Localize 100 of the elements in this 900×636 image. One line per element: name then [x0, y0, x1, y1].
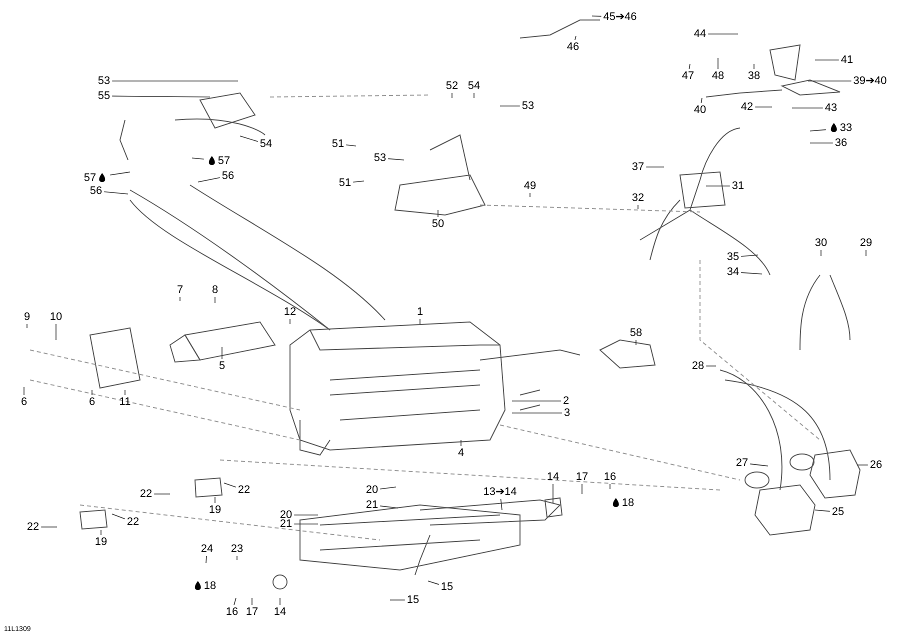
- callout-number: 15: [406, 594, 420, 606]
- callout-number: 27: [736, 457, 748, 469]
- callout-number: 45➔46: [603, 11, 637, 23]
- leader-line: [592, 16, 602, 17]
- callout-number: 25: [832, 506, 844, 518]
- leader-line: [346, 144, 356, 146]
- callout-number: 56: [90, 185, 102, 197]
- leader-line: [740, 254, 758, 257]
- callout-number: 16: [604, 471, 616, 483]
- callout-number: 12: [284, 306, 296, 318]
- callout-number: 11: [119, 396, 131, 408]
- callout-number: 20: [366, 484, 378, 496]
- leader-line: [754, 106, 772, 108]
- callout-number: 51: [332, 138, 344, 150]
- callout-number: 22: [126, 516, 140, 528]
- callout-number: 18: [204, 580, 216, 592]
- callout-number: 4: [458, 447, 464, 459]
- callout-number: 34: [726, 266, 740, 278]
- callout-number: 54: [468, 80, 480, 92]
- callout-number: 51: [338, 177, 352, 189]
- leader-line: [856, 464, 868, 466]
- callout-number: 5: [218, 360, 226, 372]
- leader-line: [380, 486, 396, 490]
- leader-line: [110, 172, 130, 176]
- callout-number: 39➔40: [853, 75, 887, 87]
- callout-number: 17: [246, 606, 258, 618]
- callout-number: 17: [576, 471, 588, 483]
- leader-line: [112, 80, 238, 82]
- callout-number: 6: [20, 396, 28, 408]
- callout-number: 55: [98, 90, 110, 102]
- callout-number: 52: [446, 80, 458, 92]
- callout-number: 36: [834, 137, 848, 149]
- callout-number: 48: [712, 70, 724, 82]
- callout-number: 49: [524, 180, 536, 192]
- callout-number: 21: [366, 499, 378, 511]
- callout-number: 14: [274, 606, 286, 618]
- leader-line: [428, 580, 440, 585]
- leader-line: [574, 36, 576, 40]
- callout-number: 54: [260, 138, 272, 150]
- callout-number: 47: [682, 70, 694, 82]
- leader-line: [814, 510, 830, 512]
- callout-number: 46: [566, 41, 580, 53]
- leader-line: [240, 136, 258, 142]
- callout-number: 16: [226, 606, 238, 618]
- leader-line: [810, 129, 826, 132]
- leader-line: [236, 556, 238, 560]
- leader-line: [40, 526, 58, 528]
- callout-number: 19: [208, 504, 222, 516]
- callout-number: 35: [726, 251, 740, 263]
- callout-number: 40: [694, 104, 706, 116]
- callout-number: 3: [564, 407, 570, 419]
- leader-line: [700, 98, 702, 104]
- callout-number: 53: [374, 152, 386, 164]
- callout-number: 8: [212, 284, 218, 296]
- callout-number: 56: [222, 170, 234, 182]
- leader-line: [294, 514, 318, 516]
- leader-line: [388, 158, 404, 160]
- leader-line: [26, 324, 28, 328]
- callout-number: 14: [546, 471, 560, 483]
- callout-number: 19: [94, 536, 108, 548]
- callout-number: 33: [840, 122, 852, 134]
- leader-line: [688, 64, 690, 70]
- callout-number: 22: [26, 521, 40, 533]
- callout-number: 37: [632, 161, 644, 173]
- leader-line: [198, 177, 220, 182]
- callout-number: 10: [50, 311, 62, 323]
- leader-line: [646, 166, 664, 168]
- callout-number: 50: [432, 218, 444, 230]
- leader-line: [740, 272, 762, 274]
- callout-number: 41: [840, 54, 854, 66]
- leader-line: [234, 598, 236, 606]
- leader-line: [810, 142, 834, 144]
- callout-number: 57: [84, 172, 96, 184]
- callout-number: 26: [870, 459, 882, 471]
- leader-line: [500, 498, 502, 510]
- callout-number: 21: [280, 518, 292, 530]
- callout-number: 23: [230, 543, 244, 555]
- leader-line: [192, 158, 204, 160]
- callout-number: 38: [748, 70, 760, 82]
- callout-number: 53: [98, 75, 110, 87]
- callout-number: 57: [218, 155, 230, 167]
- callout-number: 53: [522, 100, 534, 112]
- leader-line: [124, 390, 126, 396]
- callout-number: 42: [740, 101, 754, 113]
- leader-line: [214, 496, 216, 504]
- callout-number: 15: [440, 581, 454, 593]
- callout-number: 9: [24, 311, 30, 323]
- leader-line: [112, 514, 126, 520]
- leader-line: [820, 250, 822, 256]
- callout-number: 6: [88, 396, 96, 408]
- callout-number: 29: [860, 237, 872, 249]
- callout-number: 44: [694, 28, 706, 40]
- leader-line: [224, 482, 236, 488]
- leader-line: [460, 440, 462, 446]
- leader-line: [750, 464, 768, 466]
- callout-number: 22: [140, 488, 152, 500]
- callout-number: 7: [176, 284, 184, 296]
- leader-line: [352, 180, 364, 183]
- callout-number: 32: [632, 192, 644, 204]
- leader-line: [808, 80, 852, 82]
